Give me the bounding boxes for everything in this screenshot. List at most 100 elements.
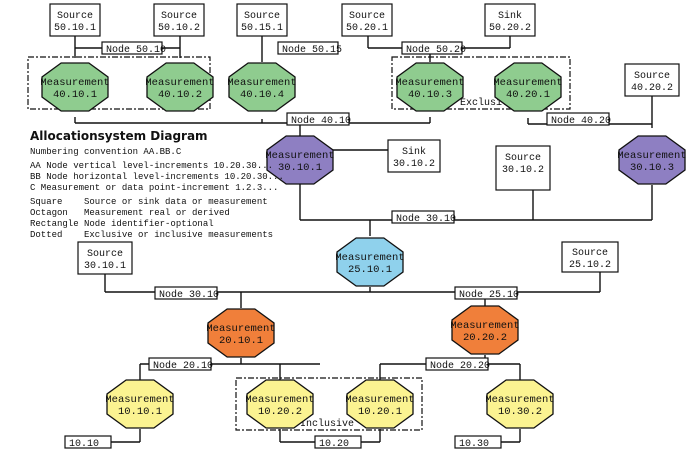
legend-line: Dotted Exclusive or inclusive measuremen… [30, 230, 273, 240]
node-25-10-label: Node 25.10 [459, 289, 519, 301]
octagon-id: 10.20.1 [358, 406, 402, 418]
octagon-title: Measurement [395, 77, 464, 89]
square-id: 40.20.2 [631, 83, 673, 94]
octagon-id: 40.20.1 [506, 89, 550, 101]
octagon-title: Measurement [206, 323, 275, 335]
square-source-50-20-1: Source 50.20.1 [341, 3, 393, 37]
node-50-10-label: Node 50.10 [106, 44, 166, 56]
square-source-30-10-2: Source 30.10.2 [495, 145, 551, 191]
octagon-shape [228, 62, 296, 112]
node-50-20-label: Node 50.20 [406, 44, 466, 56]
octagon-id: 30.10.3 [630, 162, 674, 174]
square-title: Sink [402, 146, 426, 158]
octagon-id: 10.30.2 [498, 406, 542, 418]
leaf-10-20-label: 10.20 [319, 439, 349, 450]
node-40-20-label: Node 40.20 [551, 115, 611, 127]
square-id: 50.10.2 [158, 23, 200, 34]
octagon-shape [246, 379, 314, 429]
octagon-shape [451, 305, 519, 355]
octagon-shape [41, 62, 109, 112]
legend-line: Numbering convention AA.BB.C [30, 147, 182, 157]
octagon-title: Measurement [245, 394, 314, 406]
octagon-title: Measurement [493, 77, 562, 89]
square-title: Source [349, 11, 385, 22]
octagon-id: 40.10.4 [240, 89, 284, 101]
leaf-10-30-label: 10.30 [459, 439, 489, 450]
node-40-10-label: Node 40.10 [291, 115, 351, 127]
square-title: Source [572, 248, 608, 259]
square-sink-50-20-2: Sink 50.20.2 [484, 3, 536, 37]
octagon-shape [106, 379, 174, 429]
legend-line: Octagon Measurement real or derived [30, 208, 230, 218]
node-20-10-label: Node 20.10 [153, 360, 213, 372]
exclusive-group-box [391, 56, 571, 110]
square-title: Source [57, 11, 93, 22]
square-title: Source [505, 153, 541, 164]
node-50-15-label: Node 50.15 [282, 44, 342, 56]
legend-title: Allocationsystem Diagram [30, 129, 208, 143]
octagon-title: Measurement [485, 394, 554, 406]
octagon-id: 30.10.1 [278, 162, 322, 174]
square-id: 50.20.2 [489, 23, 531, 34]
octagon-shape [266, 135, 334, 185]
legend-line: C Measurement or data point-increment 1.… [30, 183, 278, 193]
node-30-10-lower-label: Node 30.10 [159, 289, 219, 301]
leaf-10-10-label: 10.10 [69, 439, 99, 450]
octagon-shape [396, 62, 464, 112]
node-rects [64, 41, 610, 449]
square-id: 50.15.1 [241, 23, 283, 34]
square-source-30-10-1: Source 30.10.1 [77, 241, 133, 275]
octagon-id: 40.10.1 [53, 89, 97, 101]
octagon-title: Measurement [345, 394, 414, 406]
node-20-20-label: Node 20.20 [430, 360, 490, 372]
legend-line: Rectangle Node identifier-optional [30, 219, 214, 229]
inclusive-group-box [235, 377, 423, 431]
square-id: 30.10.2 [393, 159, 435, 170]
octagon-title: Measurement [227, 77, 296, 89]
legend-line: Square Source or sink data or measuremen… [30, 197, 268, 207]
octagon-id: 40.10.3 [408, 89, 452, 101]
square-id: 50.20.1 [346, 23, 388, 34]
octagon-id: 20.10.1 [219, 335, 263, 347]
octagon-shape [336, 237, 404, 287]
square-source-50-10-1: Source 50.10.1 [49, 3, 101, 37]
octagon-title: Measurement [265, 150, 334, 162]
square-title: Source [634, 71, 670, 82]
octagon-title: Measurement [105, 394, 174, 406]
square-id: 30.10.2 [502, 165, 544, 176]
square-id: 25.10.2 [569, 260, 611, 271]
square-source-50-10-2: Source 50.10.2 [153, 3, 205, 37]
octagon-shape [346, 379, 414, 429]
octagon-shape [494, 62, 562, 112]
octagon-title: Measurement [40, 77, 109, 89]
square-title: Source [161, 11, 197, 22]
square-source-25-10-2: Source 25.10.2 [561, 241, 619, 273]
octagon-title: Measurement [145, 77, 214, 89]
octagon-shape [618, 135, 686, 185]
node-30-10-label: Node 30.10 [396, 213, 456, 225]
octagon-id: 20.20.2 [463, 332, 507, 344]
octagon-title: Measurement [335, 252, 404, 264]
legend-line: AA Node vertical level-increments 10.20.… [30, 161, 273, 171]
square-source-50-15-1: Source 50.15.1 [236, 3, 288, 37]
square-source-40-20-2: Source 40.20.2 [624, 63, 680, 97]
square-title: Source [244, 11, 280, 22]
octagon-id: 25.10.1 [348, 264, 392, 276]
square-id: 50.10.1 [54, 23, 96, 34]
square-title: Source [87, 249, 123, 260]
